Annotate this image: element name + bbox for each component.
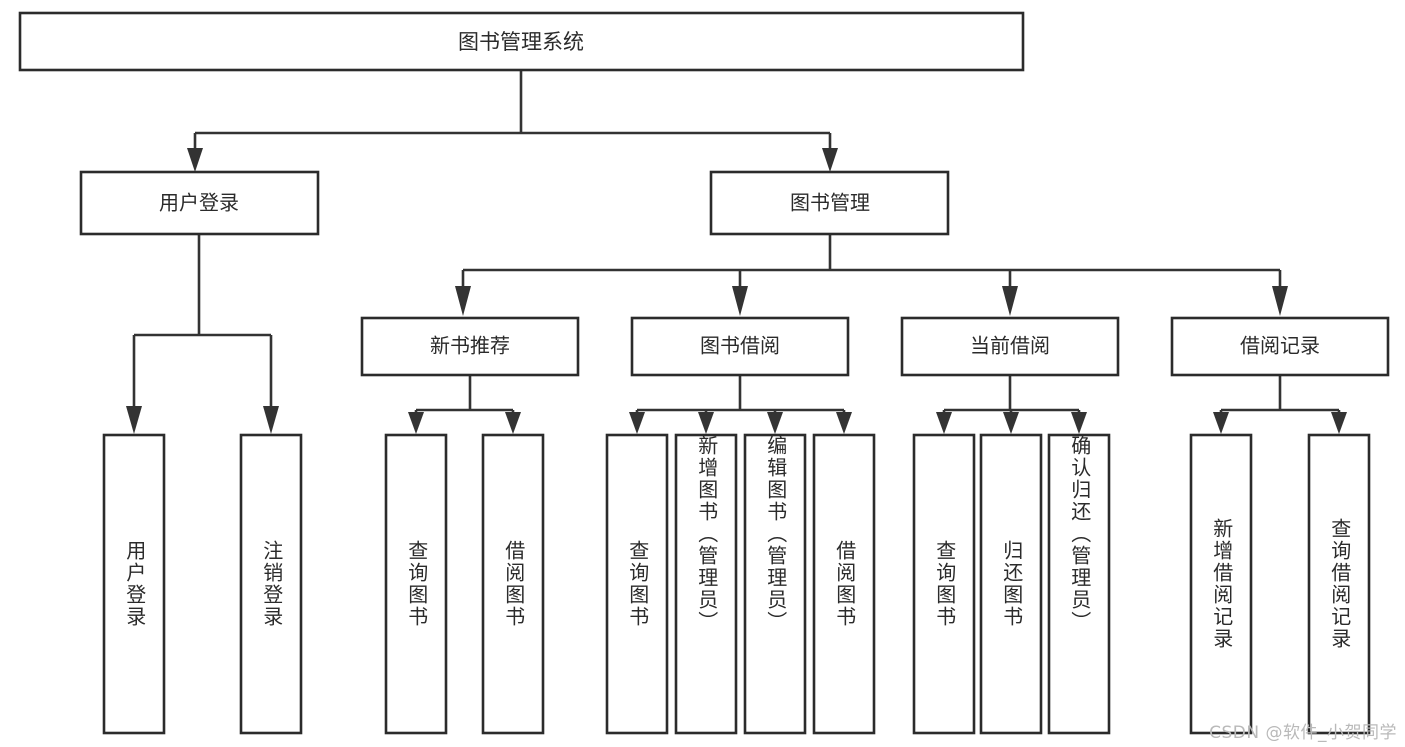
node-leaf-query-record-box[interactable] (1307, 433, 1371, 735)
arrow-to-leaf-user-login (126, 406, 142, 434)
arrow-to-current-borrow (1002, 286, 1018, 316)
node-borrow-record-box[interactable] (1170, 316, 1390, 377)
node-book-management[interactable]: 图书管理 (709, 170, 950, 236)
node-leaf-query-book-3-box[interactable] (912, 433, 976, 735)
node-leaf-user-login-box[interactable] (102, 433, 166, 735)
node-leaf-return-book-box[interactable] (979, 433, 1043, 735)
arrow-to-leaf-borrow-book-1 (505, 412, 521, 434)
arrow-to-leaf-return-book (1003, 412, 1019, 434)
node-leaf-add-record-box[interactable] (1189, 433, 1253, 735)
node-layer: 图书管理系统 用户登录 图书管理 新书推荐 图书借阅 当前 (18, 11, 1390, 735)
csdn-watermark: CSDN @软件_小贺同学 (1209, 723, 1397, 743)
arrow-to-leaf-query-book-3 (936, 412, 952, 434)
node-borrow-record[interactable]: 借阅记录 (1170, 316, 1390, 377)
node-leaf-borrow-book-2-box[interactable] (812, 433, 876, 735)
arrow-to-leaf-borrow-book-2 (836, 412, 852, 434)
arrow-to-leaf-query-record (1331, 412, 1347, 434)
node-root-label: 图书管理系统 (458, 30, 584, 54)
arrow-to-leaf-confirm-return (1071, 412, 1087, 434)
node-borrow-record-label: 借阅记录 (1240, 334, 1320, 358)
arrow-root-to-book-management (822, 148, 838, 172)
arrow-to-new-book-recommend (455, 286, 471, 316)
node-current-borrow[interactable]: 当前借阅 (900, 316, 1120, 377)
node-leaf-edit-book-box[interactable] (743, 433, 807, 735)
arrow-to-leaf-query-book-1 (408, 412, 424, 434)
node-new-book-recommend-label: 新书推荐 (430, 334, 510, 358)
arrow-to-borrow-record (1272, 286, 1288, 316)
arrow-to-leaf-add-record (1213, 412, 1229, 434)
node-root-box[interactable] (18, 11, 1025, 72)
node-leaf-query-book-2-box[interactable] (605, 433, 669, 735)
node-new-book-recommend-box[interactable] (360, 316, 580, 377)
arrow-root-to-user-login (187, 148, 203, 172)
node-leaf-borrow-book-1-box[interactable] (481, 433, 545, 735)
node-book-borrow[interactable]: 图书借阅 (630, 316, 850, 377)
connector-layer (126, 70, 1347, 434)
node-leaf-add-book-box[interactable] (674, 433, 738, 735)
node-current-borrow-label: 当前借阅 (970, 334, 1050, 358)
arrow-to-book-borrow (732, 286, 748, 316)
node-book-borrow-label: 图书借阅 (700, 334, 780, 358)
node-leaf-query-book-1-box[interactable] (384, 433, 448, 735)
arrow-to-leaf-add-book (698, 412, 714, 434)
node-user-login[interactable]: 用户登录 (79, 170, 320, 236)
node-new-book-recommend[interactable]: 新书推荐 (360, 316, 580, 377)
node-book-borrow-box[interactable] (630, 316, 850, 377)
node-current-borrow-box[interactable] (900, 316, 1120, 377)
arrow-to-leaf-logout (263, 406, 279, 434)
node-book-management-box[interactable] (709, 170, 950, 236)
node-user-login-label: 用户登录 (159, 191, 239, 215)
node-leaf-confirm-return-box[interactable] (1047, 433, 1111, 735)
node-leaf-logout-box[interactable] (239, 433, 303, 735)
node-book-management-label: 图书管理 (790, 191, 870, 215)
arrow-to-leaf-edit-book (767, 412, 783, 434)
node-user-login-box[interactable] (79, 170, 320, 236)
arrow-to-leaf-query-book-2 (629, 412, 645, 434)
node-root[interactable]: 图书管理系统 (18, 11, 1025, 72)
